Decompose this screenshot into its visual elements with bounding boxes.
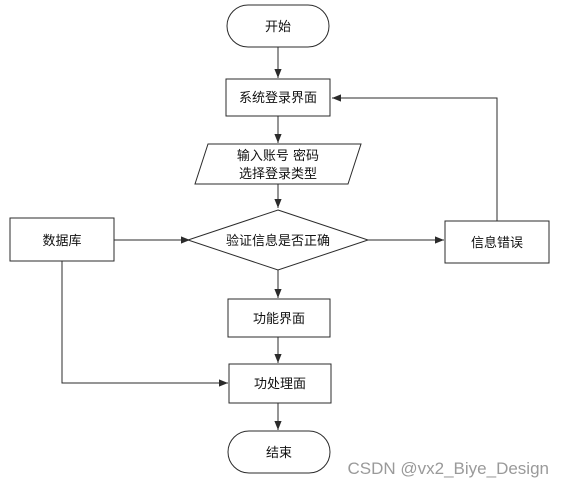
start-label: 开始 <box>265 20 291 35</box>
info-error-label: 信息错误 <box>471 235 523 251</box>
process-ui-node <box>228 363 332 404</box>
watermark: CSDN @vx2_Biye_Design <box>347 459 549 478</box>
edge-error-to-login <box>332 94 498 221</box>
start-node <box>226 4 330 48</box>
input-label-line2: 选择登录类型 <box>239 167 317 182</box>
end-label: 结束 <box>266 446 292 461</box>
input-label-line1: 输入账号 密码 <box>237 148 319 164</box>
process-ui-label: 功处理面 <box>254 377 306 392</box>
end-node <box>227 430 331 474</box>
login-node <box>225 78 331 117</box>
verify-node <box>186 209 370 271</box>
database-label: 数据库 <box>42 233 81 249</box>
function-ui-node <box>227 298 331 338</box>
database-node <box>9 217 115 262</box>
verify-label: 验证信息是否正确 <box>226 233 330 249</box>
login-label: 系统登录界面 <box>239 91 317 106</box>
input-node <box>194 143 362 185</box>
function-ui-label: 功能界面 <box>253 312 305 327</box>
edge-database-to-process <box>61 261 228 387</box>
info-error-node <box>444 220 550 264</box>
